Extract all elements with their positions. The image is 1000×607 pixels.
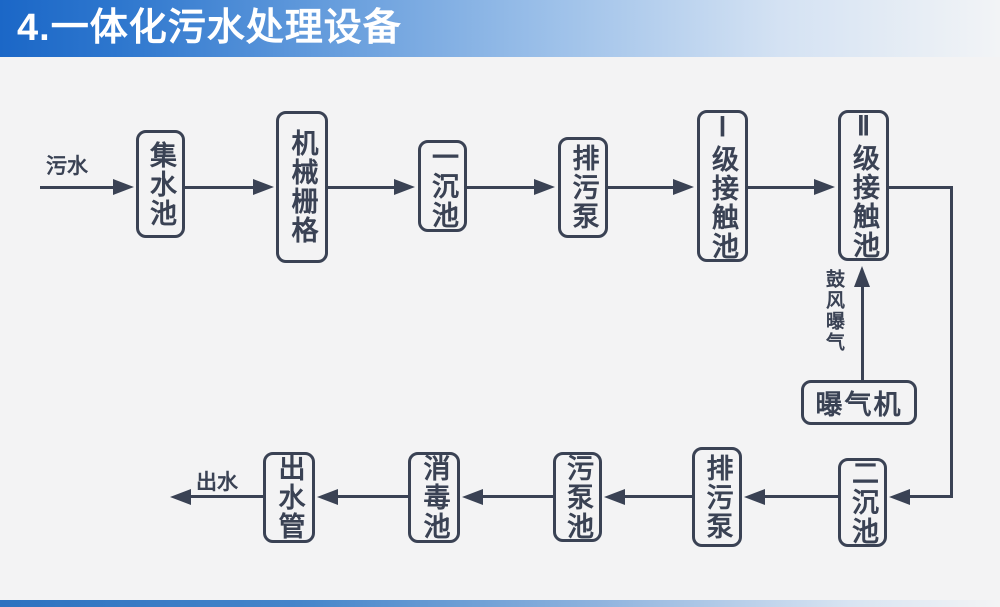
- node-stage2-contact-tank: Ⅱ级接触池: [838, 110, 889, 261]
- line-secondary-to-pump: [765, 495, 838, 498]
- line-right-vertical: [950, 186, 953, 498]
- arrowhead-sludge-to-disinfection: [462, 489, 483, 505]
- node-secondary-sedimentation-tank: 二沉池: [838, 458, 887, 547]
- line-sludge-to-disinfection: [483, 495, 553, 498]
- arrowhead-pump-to-stage1: [673, 179, 694, 195]
- arrowhead-stage1-to-stage2: [814, 179, 835, 195]
- arrowhead-pump-to-sludge: [604, 489, 625, 505]
- line-into-secondary: [910, 495, 951, 498]
- arrowhead-secondary-to-pump: [744, 489, 765, 505]
- arrowhead-aerator-up: [854, 266, 870, 287]
- page-title: 4.一体化污水处理设备: [17, 7, 402, 49]
- arrowhead-disinfection-to-outlet: [317, 489, 338, 505]
- outflow-label: 出水: [196, 471, 238, 494]
- line-pump-to-stage1: [608, 186, 673, 189]
- flow-diagram: 集水池 机械栅格 一沉池 排污泵 Ⅰ级接触池 Ⅱ级接触池 曝气机 二沉池 排污泵…: [0, 57, 1000, 600]
- line-stage1-to-stage2: [748, 186, 814, 189]
- node-sewage-pump-top: 排污泵: [558, 137, 608, 238]
- node-label: Ⅱ级接触池: [849, 111, 879, 260]
- node-sewage-pump-bottom: 排污泵: [692, 447, 742, 547]
- node-label: 二沉池: [848, 459, 878, 546]
- arrowhead-into-secondary: [889, 489, 910, 505]
- arrowhead-primary-to-pump: [534, 179, 555, 195]
- line-primary-to-pump: [467, 186, 534, 189]
- line-aerator-up: [861, 287, 864, 380]
- node-label: 排污泵: [702, 453, 733, 541]
- bottom-accent-bar: [0, 600, 1000, 607]
- line-disinfection-to-outlet: [338, 495, 408, 498]
- node-label: 出水管: [274, 454, 305, 541]
- node-label: 污泵池: [563, 453, 593, 541]
- node-mechanical-grid: 机械栅格: [276, 111, 328, 263]
- arrowhead-inflow: [113, 179, 134, 195]
- arrowhead-collecting-to-grid: [253, 179, 274, 195]
- node-label: 排污泵: [568, 144, 599, 231]
- node-label: 消毒池: [419, 454, 450, 541]
- line-grid-to-primary: [328, 186, 394, 189]
- node-primary-sedimentation-tank: 一沉池: [418, 140, 467, 232]
- node-aerator: 曝气机: [801, 380, 917, 425]
- aeration-label: 鼓风曝气: [823, 269, 844, 353]
- line-collecting-to-grid: [185, 186, 253, 189]
- node-disinfection-tank: 消毒池: [408, 452, 460, 543]
- arrowhead-grid-to-primary: [394, 179, 415, 195]
- node-label: 曝气机: [815, 390, 903, 420]
- line-stage2-right: [889, 186, 953, 189]
- line-inflow: [40, 186, 113, 189]
- title-bar: 4.一体化污水处理设备: [0, 0, 1000, 57]
- node-collecting-tank: 集水池: [136, 130, 185, 238]
- node-sludge-pump-tank: 污泵池: [553, 452, 602, 542]
- node-label: 一沉池: [428, 142, 458, 230]
- line-pump-to-sludge: [625, 495, 692, 498]
- inflow-label: 污水: [46, 155, 88, 178]
- node-label: 集水池: [146, 140, 176, 228]
- node-outlet-pipe: 出水管: [263, 452, 315, 543]
- node-label: Ⅰ级接触池: [708, 111, 738, 261]
- line-outflow: [191, 495, 263, 498]
- node-stage1-contact-tank: Ⅰ级接触池: [697, 110, 748, 262]
- arrowhead-outflow: [170, 489, 191, 505]
- node-label: 机械栅格: [287, 129, 318, 245]
